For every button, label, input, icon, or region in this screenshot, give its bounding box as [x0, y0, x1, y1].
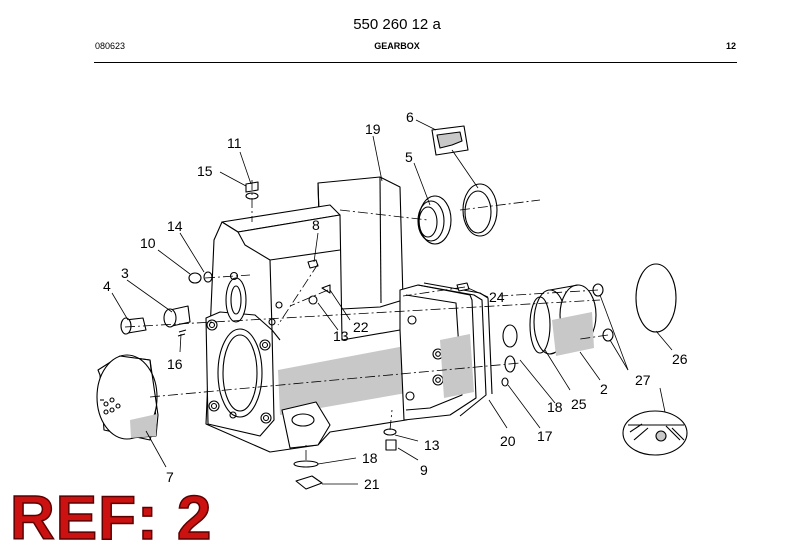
callout-8: 8 — [312, 217, 320, 233]
callout-16: 16 — [167, 356, 183, 372]
leader-lines — [111, 119, 673, 485]
callout-13: 13 — [333, 328, 349, 344]
reference-stamp: REF: 2 — [9, 484, 213, 553]
callout-22: 22 — [353, 319, 369, 335]
callout-6: 6 — [406, 109, 414, 125]
date-code: 080623 — [95, 41, 126, 51]
centre-lines — [124, 180, 609, 460]
callout-7: 7 — [166, 469, 174, 485]
callout-3: 3 — [121, 265, 129, 281]
left-side-parts — [96, 305, 191, 441]
callout-4: 4 — [103, 278, 111, 294]
callout-labels: 11 15 14 10 3 4 16 8 13 22 19 6 5 24 2 2… — [103, 109, 688, 492]
header-rule — [94, 62, 737, 63]
callout-11: 11 — [227, 135, 242, 151]
callout-18b: 18 — [362, 450, 378, 466]
callout-2: 2 — [600, 381, 608, 397]
callout-13b: 13 — [424, 437, 440, 453]
callout-21: 21 — [364, 476, 380, 492]
callout-18: 18 — [547, 399, 563, 415]
callout-26: 26 — [672, 351, 688, 367]
callout-24: 24 — [489, 289, 505, 305]
callout-17: 17 — [537, 428, 553, 444]
callout-15: 15 — [197, 163, 213, 179]
document-number: 550 260 12 a — [353, 16, 441, 33]
callout-9: 9 — [420, 462, 428, 478]
callout-20: 20 — [500, 433, 516, 449]
callout-19: 19 — [365, 121, 381, 137]
callout-25: 25 — [571, 396, 587, 412]
bearing-and-seal — [417, 125, 498, 245]
gearbox-housing — [205, 176, 493, 453]
right-side-parts — [501, 263, 688, 456]
page-number: 12 — [726, 41, 737, 51]
section-title: GEARBOX — [374, 41, 420, 51]
callout-27: 27 — [635, 372, 651, 388]
callout-10: 10 — [140, 235, 156, 251]
callout-14: 14 — [167, 218, 183, 234]
callout-5: 5 — [405, 149, 413, 165]
